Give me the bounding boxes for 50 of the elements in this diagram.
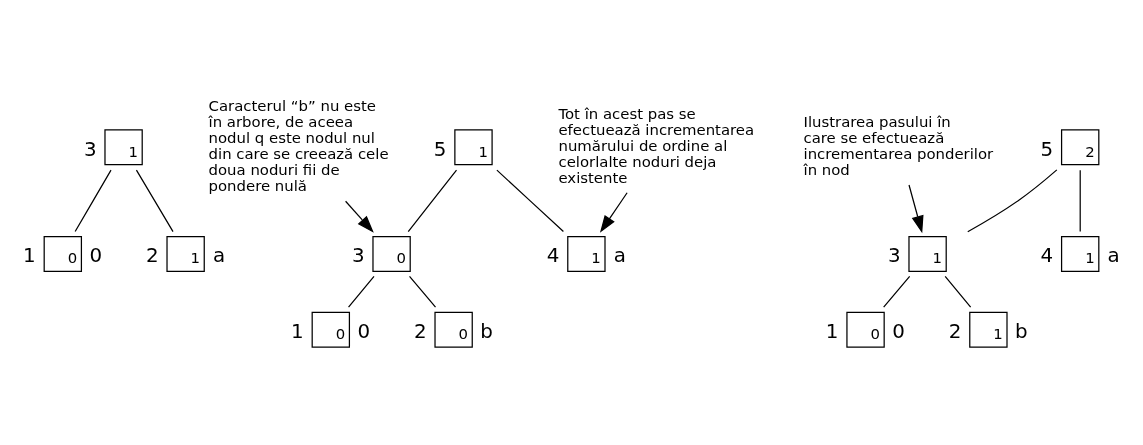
- connector: [883, 275, 911, 308]
- node-label: b: [1015, 319, 1028, 343]
- connector: [407, 169, 458, 232]
- connector: [74, 169, 112, 232]
- node-box: 0: [43, 235, 83, 272]
- arrow: [599, 191, 628, 233]
- node-label: a: [613, 243, 626, 267]
- arrow: [908, 183, 924, 233]
- node-text: Caracterul “b” nu este în arbore, de aceea nodul q este nodul nul din care se creează cele doua noduri fii de pondere nulă: [208, 96, 389, 195]
- node-text: Tot în acest pas se efectuează incrementarea numărului de ordine al celorlalte noduri deja existente: [558, 104, 755, 187]
- node-label: b: [480, 319, 493, 343]
- node-box: 1: [908, 235, 947, 272]
- node-box: 1: [104, 128, 143, 165]
- node-box: 0: [311, 311, 351, 348]
- connector: [944, 275, 972, 308]
- connector: [967, 168, 1058, 232]
- arrow: [345, 200, 374, 233]
- node-label: 1: [23, 243, 36, 267]
- node-label: 3: [83, 137, 97, 161]
- node-box: 1: [454, 128, 493, 165]
- node-label: 2: [145, 243, 159, 267]
- node-box: 1: [1060, 235, 1100, 272]
- connector: [496, 169, 565, 232]
- node-box: 1: [166, 235, 205, 272]
- node-label: 0: [89, 243, 103, 267]
- node-label: 3: [887, 243, 901, 267]
- connector: [135, 169, 174, 232]
- node-label: 2: [948, 319, 962, 343]
- node-box: 0: [372, 235, 411, 272]
- node-label: 1: [825, 319, 839, 343]
- node-label: 3: [351, 243, 365, 267]
- node-label: 0: [357, 319, 371, 343]
- node-label: 2: [413, 319, 427, 343]
- connector: [408, 275, 437, 308]
- node-label: a: [212, 243, 226, 267]
- node-label: 5: [1040, 137, 1054, 161]
- node-box: 0: [846, 311, 885, 348]
- node-box: 0: [434, 311, 473, 348]
- node-label: 0: [892, 319, 905, 343]
- node-box: 1: [567, 235, 606, 272]
- connector: [1079, 169, 1081, 232]
- node-text: Ilustrarea pasului în care se efectuează incrementarea ponderilor în nod: [803, 112, 994, 179]
- node-label: 4: [546, 243, 560, 267]
- connector: [347, 275, 375, 308]
- node-box: 2: [1060, 128, 1100, 165]
- node-label: 1: [291, 319, 304, 343]
- node-label: 5: [433, 137, 447, 161]
- node-label: 4: [1040, 243, 1054, 267]
- node-label: a: [1107, 243, 1120, 267]
- node-box: 1: [969, 311, 1008, 348]
